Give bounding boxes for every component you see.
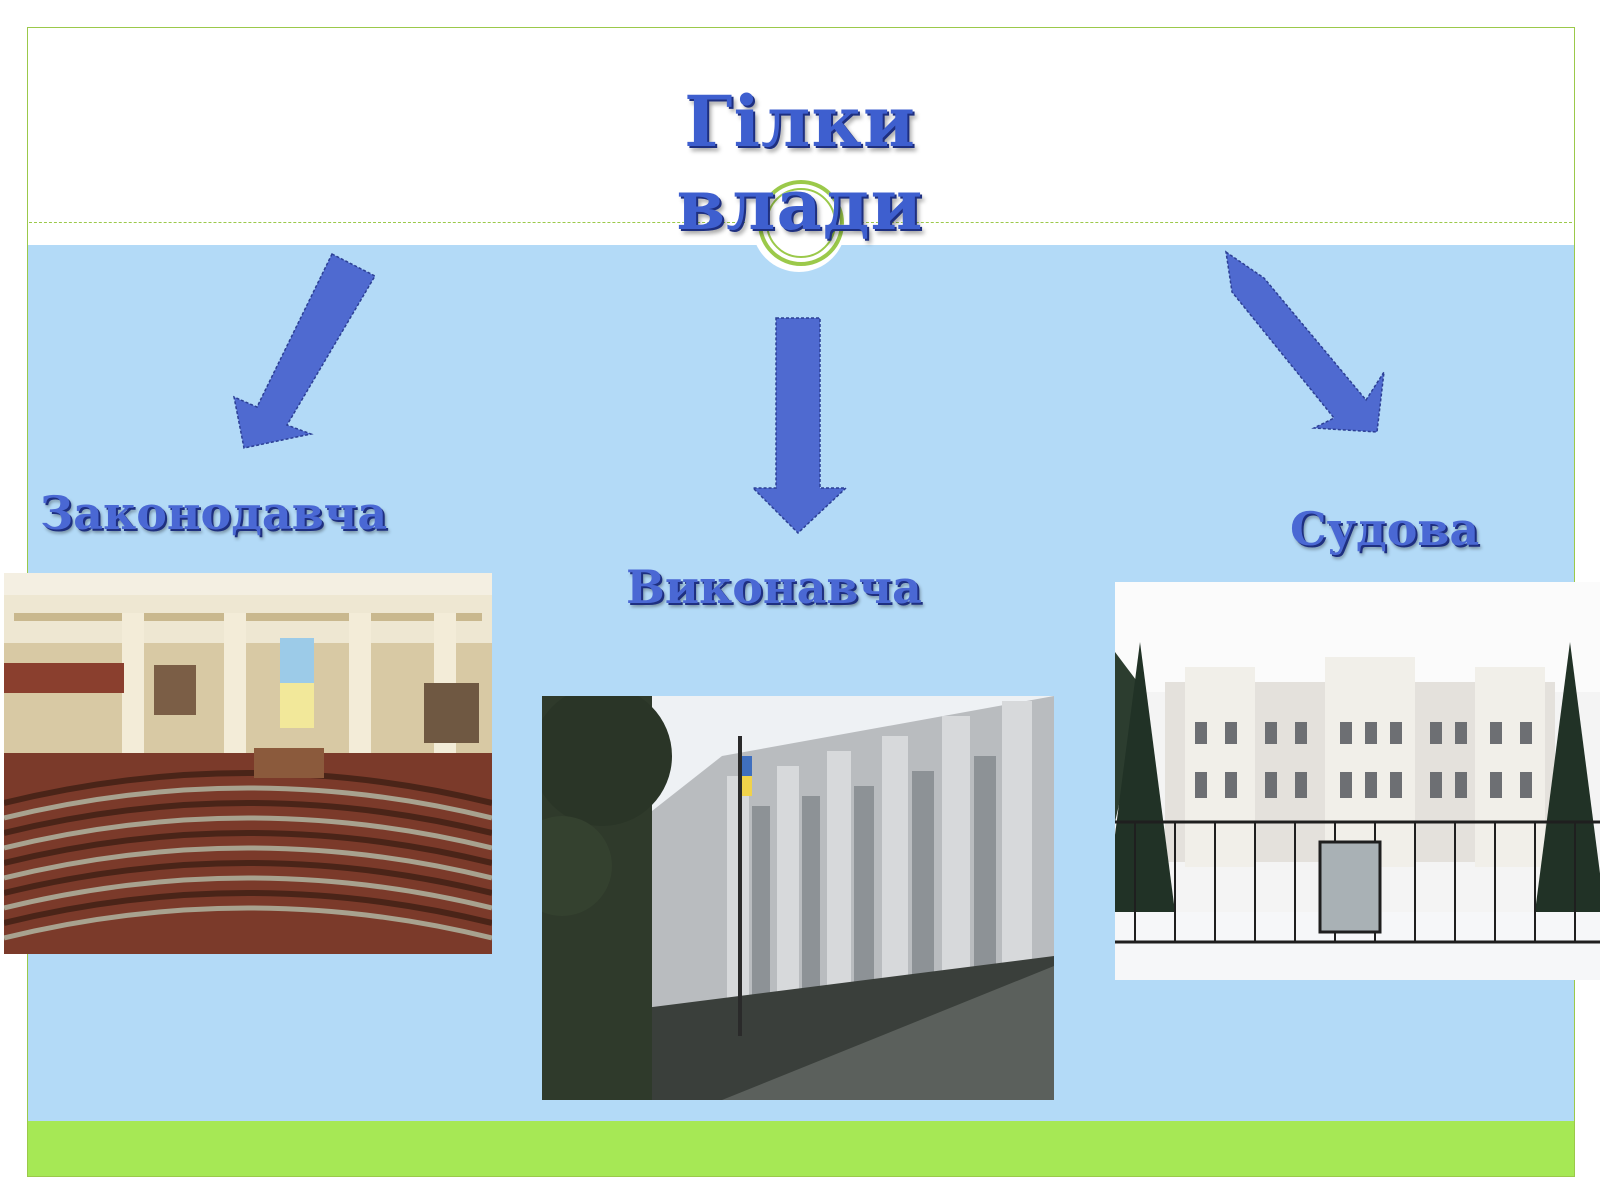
bottom-band — [28, 1121, 1574, 1176]
branch-label-executive: Виконавча — [626, 560, 922, 614]
government-building-photo — [542, 696, 1054, 1100]
divider-left — [29, 222, 745, 223]
arrow-down-icon — [751, 317, 848, 535]
divider-circle-inner — [766, 188, 836, 258]
branch-label-judicial: Судова — [1290, 502, 1480, 556]
divider-right — [856, 222, 1572, 223]
arrow-right-icon — [1225, 250, 1385, 433]
arrow-left-icon — [232, 252, 377, 449]
court-building-photo — [1115, 582, 1600, 980]
parliament-hall-photo — [4, 573, 492, 954]
slide-title: Гілки влади — [676, 80, 924, 246]
branch-label-legislative: Законодавча — [40, 486, 388, 540]
